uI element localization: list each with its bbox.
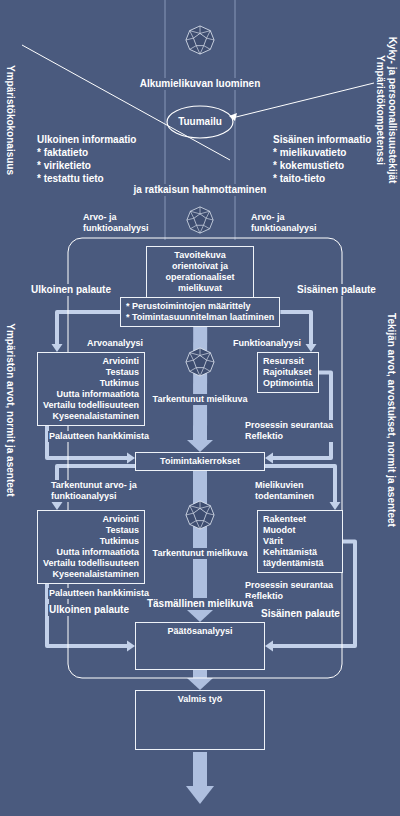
connector-line (193, 670, 207, 678)
text-label: Prosessin seurantaa Reflektio (244, 420, 340, 442)
text-label: Tarkentunut mielikuva (152, 394, 249, 405)
text-label: Alkumielikuvan luominen (139, 78, 262, 90)
goal-box: Tavoitekuva orientoivat ja operationaali… (146, 246, 254, 298)
decision-box: Päätösanalyysi (135, 622, 265, 670)
box-text: Testaus (43, 525, 139, 536)
exit-arrow (193, 752, 207, 786)
arrowhead (265, 453, 273, 464)
arrowhead (127, 453, 135, 464)
box-text: Tutkimus (43, 378, 139, 389)
connector-line (193, 471, 207, 610)
connector-line (193, 327, 207, 440)
result-box: Valmis työ (135, 690, 265, 750)
polyhedron-icon (186, 26, 214, 54)
side-label: Ympäristön arvot, normit ja asenteet (4, 322, 16, 497)
plan-box: * Perustoimintojen määrittely* Toimintas… (120, 297, 280, 327)
analysis-box: ArviointiTestausTutkimusUutta informaati… (37, 510, 145, 584)
text-label: Arvoanalyysi (86, 338, 144, 349)
arrowhead (52, 344, 63, 352)
side-label: Ympäristökokonaisuus (4, 64, 16, 176)
arrowhead (306, 344, 317, 352)
box-text: Värit (263, 536, 337, 547)
box-text: Arviointi (43, 356, 139, 367)
form-box: RakenteetMuodotVäritKehittämistä täydent… (257, 510, 343, 573)
box-text: * Toimintasuunnitelman laatiminen (126, 312, 274, 323)
text-label: Ulkoinen palaute (30, 284, 112, 296)
box-text: Kehittämistä täydentämistä (263, 547, 337, 569)
arrowhead (187, 678, 213, 690)
box-text: Kyseenalaistaminen (43, 569, 139, 580)
text-label: * kokemustieto (272, 160, 345, 172)
text-label: Täsmällinen mielikuva (146, 598, 254, 610)
text-label: Tuumailu (177, 116, 223, 128)
text-label: Palautteen hankkimista (48, 588, 150, 599)
text-label: Sisäinen palaute (260, 608, 341, 620)
text-label: Mielikuvien todentaminen (254, 480, 330, 502)
box-text: Vertailu todellisuuteen (43, 558, 139, 569)
exit-arrowhead (186, 786, 214, 804)
arrowhead (187, 610, 213, 622)
text-label: * faktatieto (36, 147, 89, 159)
text-label: * viriketieto (36, 160, 92, 172)
box-text: Optimointia (263, 378, 313, 389)
box-text: Arviointi (43, 514, 139, 525)
box-text: Muodot (263, 525, 337, 536)
cycle-arrowhead (229, 113, 237, 121)
analysis-box: ArviointiTestausTutkimusUutta informaati… (37, 352, 145, 426)
text-label: Ulkoinen palaute (48, 604, 130, 616)
box-text: Rajoitukset (263, 367, 313, 378)
text-label: * testattu tieto (36, 173, 105, 185)
box-text: Resurssit (263, 356, 313, 367)
box-text: Valmis työ (141, 694, 259, 705)
box-text: Vertailu todellisuuteen (43, 400, 139, 411)
text-label: Arvo- ja funktioanalyysi (82, 212, 164, 234)
box-text: Uutta informaatiota (43, 389, 139, 400)
side-label: Kyky- ja persoonallisuustekijät (386, 36, 398, 185)
polyhedron-icon (187, 207, 213, 233)
box-text: Päätösanalyysi (141, 626, 259, 637)
cycle-arrow (167, 106, 233, 138)
side-label: Ympäristökompetenssi (374, 54, 386, 166)
guide-line (165, 0, 166, 240)
cycle-box: Toimintakierrokset (135, 452, 265, 471)
text-label: Tarkentunut mielikuva (152, 548, 249, 559)
arrowhead (52, 502, 63, 510)
box-text: Testaus (43, 367, 139, 378)
polyhedron-icon (186, 348, 214, 376)
resource-box: ResurssitRajoituksetOptimointia (257, 352, 319, 393)
side-label: Tekijän arvot, arvostukset, normit ja as… (385, 312, 397, 528)
arrowhead (330, 502, 341, 510)
text-label: Prosessin seurantaa Reflektio (244, 580, 340, 602)
text-label: * mielikuvatieto (272, 147, 347, 159)
box-text: * Perustoimintojen määrittely (126, 301, 274, 312)
text-label: Sisäinen palaute (296, 284, 377, 296)
flow-arrow (187, 327, 213, 452)
text-label: ja ratkaisun hahmottaminen (133, 184, 268, 196)
text-label: Palautteen hankkimista (48, 431, 150, 442)
text-label: * taito-tieto (272, 173, 326, 185)
box-text: Kyseenalaistaminen (43, 411, 139, 422)
text-label: Funktioanalyysi (232, 338, 302, 349)
box-text: Tutkimus (43, 536, 139, 547)
diagonal-line (22, 45, 230, 160)
text-label: Tarkentunut arvo- ja funktioanalyysi (50, 480, 162, 502)
box-text: Tavoitekuva orientoivat ja operationaali… (152, 250, 248, 294)
box-text: Toimintakierrokset (141, 456, 259, 467)
polyhedron-icon (186, 501, 214, 529)
text-label: Ulkoinen informaatio (36, 134, 137, 146)
text-label: Arvo- ja funktioanalyysi (250, 212, 332, 234)
box-text: Rakenteet (263, 514, 337, 525)
arrowhead (187, 440, 213, 452)
flow-arrow (187, 670, 213, 690)
arrowhead (127, 641, 135, 652)
box-text: Uutta informaatiota (43, 547, 139, 558)
text-label: Sisäinen informaatio (272, 134, 372, 146)
arrowhead (265, 641, 273, 652)
